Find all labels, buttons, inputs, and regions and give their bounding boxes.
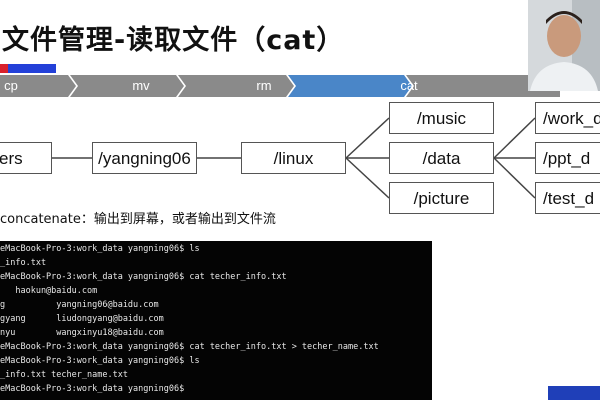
terminal-line: nyu wangxinyu18@baidu.com bbox=[0, 328, 164, 338]
terminal-line: eMacBook-Pro-3:work_data yangning06$ bbox=[0, 384, 185, 394]
terminal-line: eMacBook-Pro-3:work_data yangning06$ ls bbox=[0, 244, 200, 254]
nav-step-rm: rm bbox=[256, 78, 272, 93]
connector-data-work bbox=[493, 117, 536, 159]
tree-node-picture: /picture bbox=[389, 182, 494, 214]
nav-step-cat: cat bbox=[400, 78, 418, 93]
terminal-line: g yangning06@baidu.com bbox=[0, 300, 159, 310]
nav-step-mv: mv bbox=[132, 78, 150, 93]
nav-step-cp-shape bbox=[0, 75, 76, 97]
nav-step-mv-shape bbox=[70, 75, 184, 97]
terminal-line: eMacBook-Pro-3:work_data yangning06$ cat… bbox=[0, 272, 287, 282]
tree-node-root: ers bbox=[0, 142, 52, 174]
tree-node-linux: /linux bbox=[241, 142, 346, 174]
tree-node-data: /data bbox=[389, 142, 494, 174]
terminal-line: eMacBook-Pro-3:work_data yangning06$ cat… bbox=[0, 342, 379, 352]
terminal-line: _info.txt bbox=[0, 258, 47, 268]
terminal-line: eMacBook-Pro-3:work_data yangning06$ ls bbox=[0, 356, 200, 366]
accent-bar-blue bbox=[8, 64, 56, 73]
terminal-line: haokun@baidu.com bbox=[0, 286, 98, 296]
command-description: concatenate：输出到屏幕，或者输出到文件流 bbox=[0, 212, 276, 227]
connector-linux-music bbox=[345, 117, 390, 159]
presenter-webcam bbox=[528, 0, 600, 91]
logo-badge bbox=[548, 386, 600, 400]
terminal-window: eMacBook-Pro-3:work_data yangning06$ ls … bbox=[0, 241, 432, 400]
tree-node-ppt: /ppt_d bbox=[535, 142, 600, 174]
nav-step-diff-shape bbox=[406, 75, 560, 97]
tree-node-yangning06: /yangning06 bbox=[92, 142, 197, 174]
tree-node-test: /test_d bbox=[535, 182, 600, 214]
terminal-line: _info.txt techer_name.txt bbox=[0, 370, 128, 380]
accent-bar-red bbox=[0, 64, 8, 73]
nav-step-rm-shape bbox=[178, 75, 294, 97]
connector-data-test bbox=[493, 157, 536, 199]
terminal-line: gyang liudongyang@baidu.com bbox=[0, 314, 164, 324]
nav-step-cat-shape bbox=[288, 75, 412, 97]
presenter-silhouette bbox=[528, 0, 600, 91]
connector-linux-picture bbox=[345, 157, 390, 199]
command-nav-shapes bbox=[0, 75, 560, 97]
slide-title: 文件管理-读取文件（cat） bbox=[2, 25, 345, 56]
tree-node-work: /work_d bbox=[535, 102, 600, 134]
tree-node-music: /music bbox=[389, 102, 494, 134]
tree-connectors bbox=[52, 117, 536, 199]
command-nav: cp mv rm cat diff bbox=[0, 75, 560, 97]
nav-step-cp: cp bbox=[4, 78, 18, 93]
